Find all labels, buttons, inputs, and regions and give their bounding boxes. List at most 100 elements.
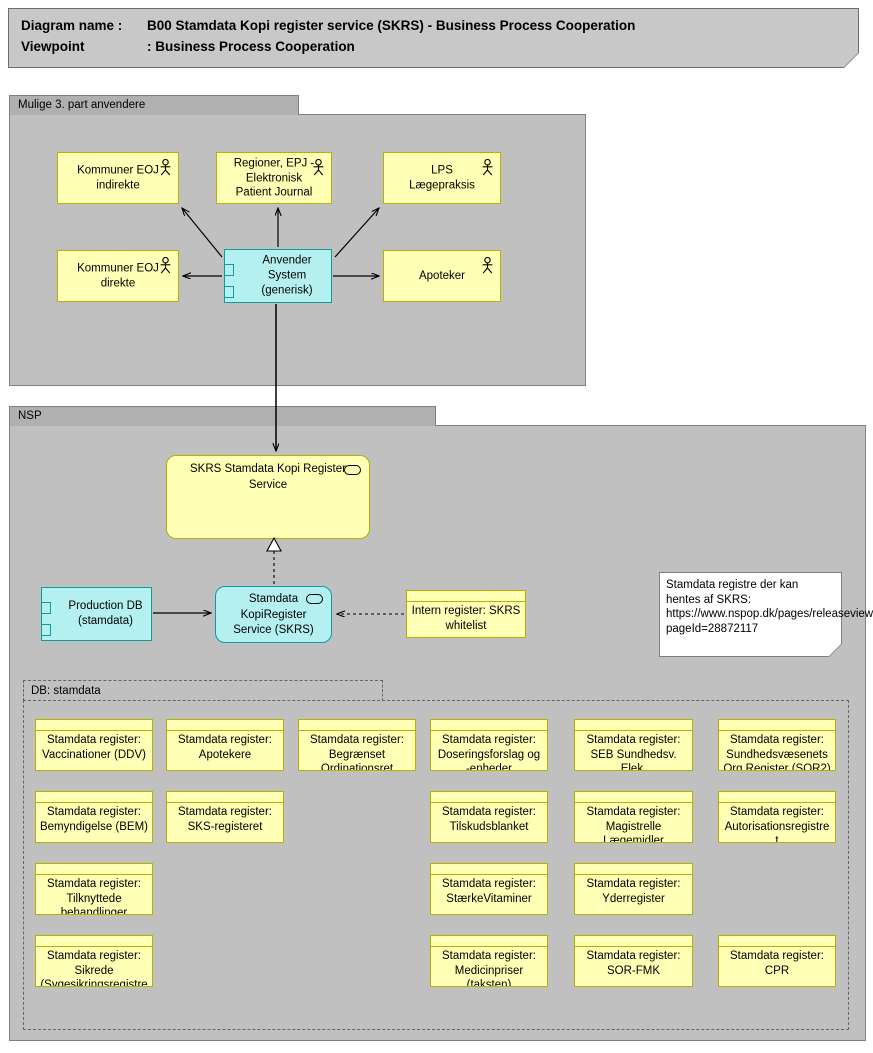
register-box[interactable]: Stamdata register: Apotekere bbox=[166, 719, 284, 771]
data-object-strip bbox=[36, 864, 152, 875]
actor-icon bbox=[312, 158, 325, 176]
component-label: Production DB (stamdata) bbox=[68, 600, 143, 627]
actor-icon bbox=[481, 158, 494, 176]
data-object-strip bbox=[431, 864, 547, 875]
application-service-icon bbox=[306, 594, 323, 604]
actor-apoteker[interactable]: Apoteker bbox=[383, 250, 501, 302]
register-box[interactable]: Stamdata register: Tilskudsblanket bbox=[430, 791, 548, 843]
actor-icon bbox=[159, 256, 172, 274]
register-label: Stamdata register: Tilskudsblanket bbox=[442, 806, 536, 833]
viewpoint-value: : Business Process Cooperation bbox=[147, 39, 355, 54]
note-stamdata-registre-url: Stamdata registre der kan hentes af SKRS… bbox=[659, 572, 873, 657]
data-object-strip bbox=[36, 792, 152, 803]
actor-label: LPS Lægepraksis bbox=[409, 164, 475, 192]
register-box[interactable]: Stamdata register: Vaccinationer (DDV) bbox=[35, 719, 153, 771]
register-label: Stamdata register: Apotekere bbox=[178, 734, 272, 761]
group-db-stamdata: DB: stamdata bbox=[23, 680, 849, 1030]
service-skrs-stamdata-kopi-register[interactable]: SKRS Stamdata Kopi Register Service bbox=[166, 455, 370, 539]
register-box[interactable]: Stamdata register: SKS-registeret bbox=[166, 791, 284, 843]
register-label: Stamdata register: Begrænset Ordinations… bbox=[310, 734, 404, 771]
data-object-strip bbox=[167, 720, 283, 731]
register-label: Stamdata register: Tilknyttede behandlin… bbox=[47, 878, 141, 915]
data-object-strip bbox=[407, 591, 525, 602]
component-tab-icon bbox=[225, 264, 234, 276]
register-label: Stamdata register: SOR-FMK bbox=[586, 950, 681, 977]
actor-icon bbox=[159, 158, 172, 176]
component-label: Anvender System (generisk) bbox=[261, 254, 313, 297]
actor-kommuner-eoj-direkte[interactable]: Kommuner EOJ direkte bbox=[57, 250, 179, 302]
data-object-strip bbox=[431, 936, 547, 947]
actor-kommuner-eoj-indirekte[interactable]: Kommuner EOJ indirekte bbox=[57, 152, 179, 204]
application-service-icon bbox=[344, 465, 361, 475]
component-tab-icon bbox=[42, 602, 51, 614]
register-label: Stamdata register: StærkeVitaminer bbox=[442, 878, 536, 905]
data-object-strip bbox=[575, 792, 692, 803]
viewpoint-line: Viewpoint : Business Process Cooperation bbox=[21, 39, 355, 54]
data-object-strip bbox=[719, 720, 835, 731]
register-label: Stamdata register: Magistrelle Lægemidle… bbox=[586, 806, 681, 843]
note-text: Stamdata registre der kan hentes af SKRS… bbox=[666, 579, 873, 635]
data-intern-register-skrs-whitelist[interactable]: Intern register: SKRS whitelist bbox=[406, 590, 526, 638]
data-object-strip bbox=[431, 792, 547, 803]
data-object-strip bbox=[575, 864, 692, 875]
register-label: Stamdata register: Sundhedsvæsenets Org … bbox=[723, 734, 831, 771]
service-label: Stamdata KopiRegister Service (SKRS) bbox=[233, 593, 314, 636]
data-object-strip bbox=[36, 936, 152, 947]
register-box[interactable]: Stamdata register: Sikrede (Sygesikrings… bbox=[35, 935, 153, 987]
component-tab-icon bbox=[42, 624, 51, 636]
data-object-strip bbox=[36, 720, 152, 731]
register-label: Stamdata register: Sikrede (Sygesikrings… bbox=[40, 950, 148, 987]
register-label: Stamdata register: CPR bbox=[730, 950, 824, 977]
actor-label: Regioner, EPJ - Elektronisk Patient Jour… bbox=[233, 157, 315, 199]
group-db-stamdata-header: DB: stamdata bbox=[23, 680, 383, 701]
register-box[interactable]: Stamdata register: SEB Sundhedsv. Elek. … bbox=[574, 719, 693, 771]
register-box[interactable]: Stamdata register: Yderregister bbox=[574, 863, 693, 915]
actor-label: Kommuner EOJ indirekte bbox=[77, 164, 159, 192]
banner-fold-corner bbox=[843, 53, 873, 68]
register-box[interactable]: Stamdata register: Begrænset Ordinations… bbox=[298, 719, 416, 771]
register-label: Stamdata register: Bemyndigelse (BEM) bbox=[39, 806, 148, 833]
service-stamdata-kopiregister[interactable]: Stamdata KopiRegister Service (SKRS) bbox=[215, 586, 332, 643]
data-object-strip bbox=[299, 720, 415, 731]
diagram-name-line: Diagram name : B00 Stamdata Kopi register… bbox=[21, 18, 635, 33]
actor-lps-laegepraksis[interactable]: LPS Lægepraksis bbox=[383, 152, 501, 204]
actor-label: Kommuner EOJ direkte bbox=[77, 262, 159, 290]
actor-label: Apoteker bbox=[418, 269, 466, 282]
group-third-party-header: Mulige 3. part anvendere bbox=[9, 95, 299, 115]
data-object-strip bbox=[719, 936, 835, 947]
diagram-name-value: B00 Stamdata Kopi register service (SKRS… bbox=[147, 18, 636, 33]
register-box[interactable]: Stamdata register: SOR-FMK bbox=[574, 935, 693, 987]
component-anvender-system[interactable]: Anvender System (generisk) bbox=[224, 249, 332, 303]
register-label: Stamdata register: Medicinpriser (takste… bbox=[442, 950, 536, 987]
register-label: Stamdata register: SKS-registeret bbox=[178, 806, 272, 833]
register-label: Stamdata register: Doseringsforslag og -… bbox=[437, 734, 541, 771]
register-box[interactable]: Stamdata register: Tilknyttede behandlin… bbox=[35, 863, 153, 915]
component-tab-icon bbox=[225, 286, 234, 298]
component-production-db[interactable]: Production DB (stamdata) bbox=[41, 587, 152, 641]
register-box[interactable]: Stamdata register: CPR bbox=[718, 935, 836, 987]
register-box[interactable]: Stamdata register: StærkeVitaminer bbox=[430, 863, 548, 915]
register-label: Stamdata register: Autorisationsregistre… bbox=[724, 806, 830, 843]
register-label: Stamdata register: SEB Sundhedsv. Elek. … bbox=[586, 734, 681, 771]
register-box[interactable]: Stamdata register: Medicinpriser (takste… bbox=[430, 935, 548, 987]
register-box[interactable]: Stamdata register: Bemyndigelse (BEM) bbox=[35, 791, 153, 843]
actor-icon bbox=[481, 256, 494, 274]
viewpoint-label: Viewpoint bbox=[21, 39, 85, 54]
data-object-strip bbox=[431, 720, 547, 731]
data-object-strip bbox=[167, 792, 283, 803]
data-object-label: Intern register: SKRS whitelist bbox=[411, 605, 521, 632]
actor-regioner-epj[interactable]: Regioner, EPJ - Elektronisk Patient Jour… bbox=[216, 152, 332, 204]
diagram-title-banner: Diagram name : B00 Stamdata Kopi register… bbox=[8, 8, 873, 68]
register-box[interactable]: Stamdata register: Doseringsforslag og -… bbox=[430, 719, 548, 771]
group-nsp-header: NSP bbox=[9, 406, 436, 426]
register-box[interactable]: Stamdata register: Sundhedsvæsenets Org … bbox=[718, 719, 836, 771]
data-object-strip bbox=[575, 936, 692, 947]
register-label: Stamdata register: Yderregister bbox=[586, 878, 681, 905]
register-box[interactable]: Stamdata register: Magistrelle Lægemidle… bbox=[574, 791, 693, 843]
register-box[interactable]: Stamdata register: Autorisationsregistre… bbox=[718, 791, 836, 843]
service-label: SKRS Stamdata Kopi Register Service bbox=[190, 463, 346, 491]
data-object-strip bbox=[575, 720, 692, 731]
diagram-name-label: Diagram name : bbox=[21, 18, 123, 33]
data-object-strip bbox=[719, 792, 835, 803]
